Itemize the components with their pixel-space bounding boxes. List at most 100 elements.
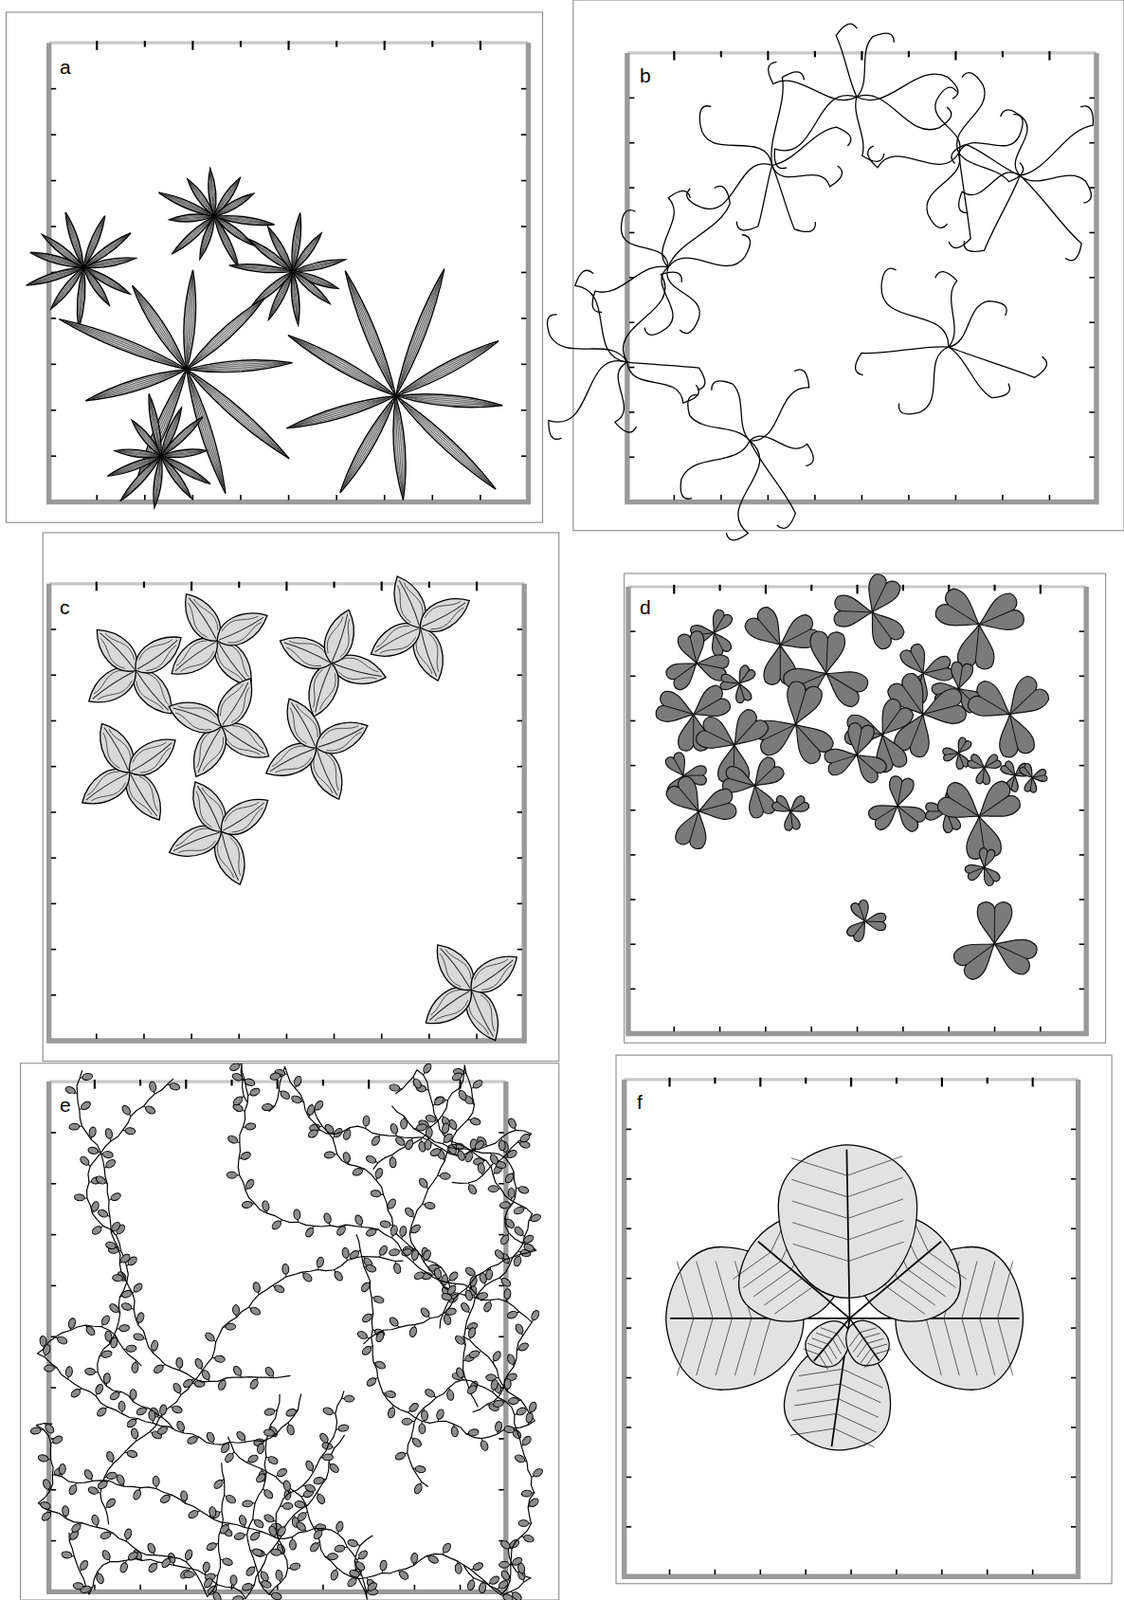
vine-leaf [514, 1323, 526, 1336]
tick-mark [51, 673, 56, 676]
leaf [211, 1354, 225, 1363]
leaf [310, 713, 374, 762]
leaf [382, 1389, 397, 1398]
leaf-vein [161, 193, 212, 216]
frame-axes [624, 1079, 1079, 1577]
vine-leaf [90, 1224, 104, 1236]
leaf [69, 1123, 83, 1131]
leaf [942, 746, 960, 762]
leaf-vein [313, 664, 331, 712]
leaf [463, 945, 526, 1001]
leaf [157, 189, 217, 220]
leaf [421, 1200, 436, 1210]
frame-axes [49, 42, 529, 502]
tick-mark [804, 1077, 807, 1084]
leaf-vein [664, 706, 694, 715]
vine-leaf [306, 1104, 315, 1116]
leaf-vein [959, 752, 964, 765]
leaf-vein [689, 637, 697, 664]
tick-mark [51, 409, 56, 412]
tick-mark [714, 1569, 717, 1575]
leaf-vein [230, 722, 268, 749]
leaf-blade [318, 605, 362, 668]
leaf-vein [291, 398, 391, 431]
leaf [453, 1559, 463, 1574]
leaf-vein [219, 609, 258, 634]
vine-leaf [105, 1497, 117, 1509]
leaf-vein [274, 754, 313, 779]
leaf [997, 672, 1052, 727]
leaf [166, 1081, 182, 1091]
leaf-vein [399, 340, 494, 393]
vine-leaf [380, 1219, 392, 1229]
leaf-vein [675, 663, 697, 679]
leaf-vein [696, 663, 723, 669]
leaf-vein [267, 229, 291, 271]
vine-leaf [193, 1357, 204, 1370]
vine-stem [100, 1256, 404, 1525]
wiry-stem [835, 23, 857, 97]
leaf [742, 603, 794, 655]
wiry-stem [774, 95, 857, 169]
tick-mark [767, 494, 770, 500]
leaf [340, 268, 401, 398]
vine-leaf [410, 1249, 419, 1261]
vine-leaf [525, 1412, 534, 1424]
vine-leaf [304, 1226, 316, 1239]
leaf [920, 654, 955, 686]
clover-leaflet [953, 736, 973, 757]
leaf-vein [64, 215, 84, 266]
leaf [290, 1094, 306, 1106]
leaf [325, 1553, 339, 1560]
vine-leaf [148, 1080, 158, 1092]
tick-mark [860, 51, 863, 61]
leaf-vein [729, 779, 755, 786]
leaf-blade [463, 945, 526, 1001]
leaf-vein [190, 729, 215, 768]
vine-leaf [245, 1122, 256, 1130]
leaf-vein [795, 724, 819, 750]
leaf-vein [137, 774, 164, 812]
vine-leaf [372, 1294, 384, 1305]
vine-leaf [130, 1427, 140, 1439]
leaf-vein [401, 344, 496, 397]
wiry-stem [935, 87, 961, 153]
leaf-vein [778, 801, 792, 811]
leaf-vein [269, 747, 314, 772]
leaf [360, 1278, 374, 1293]
vine-leaf [447, 1269, 459, 1283]
vine-leaf [417, 1177, 430, 1190]
vine-leaf [403, 1205, 416, 1218]
tick-mark [517, 948, 523, 951]
vine-leaf [439, 1172, 451, 1180]
vine-leaf [421, 1249, 433, 1262]
leaf-vein [193, 362, 289, 373]
leaf-vein [268, 229, 291, 270]
leaf-vein [222, 682, 250, 726]
tick-mark [766, 51, 769, 61]
leaf-vein [163, 457, 191, 496]
tick-mark [184, 1584, 187, 1590]
clover-leaflet [844, 722, 876, 759]
tick-mark [1079, 809, 1085, 812]
tick-mark [287, 40, 290, 51]
tick-mark [498, 1437, 504, 1440]
leaf-vein [826, 673, 856, 692]
leaf-vein [171, 216, 212, 222]
vine-leaf [389, 1157, 398, 1168]
leaf [78, 1155, 92, 1169]
leaf-vein [426, 986, 463, 1016]
tick-mark [143, 1033, 146, 1039]
leaf-vein [698, 803, 728, 812]
tick-mark [1088, 411, 1094, 414]
vine-leaf [504, 1287, 512, 1299]
clover-leaflet [770, 794, 796, 818]
wiry-stem [644, 267, 673, 335]
leaf-vein [832, 755, 857, 763]
vine-leaf [244, 1178, 256, 1191]
leaf-vein [90, 371, 182, 403]
vine-leaf [477, 1161, 486, 1174]
leaf [506, 1308, 521, 1321]
leaf-vein [978, 610, 1013, 625]
leaf-vein [174, 218, 215, 255]
